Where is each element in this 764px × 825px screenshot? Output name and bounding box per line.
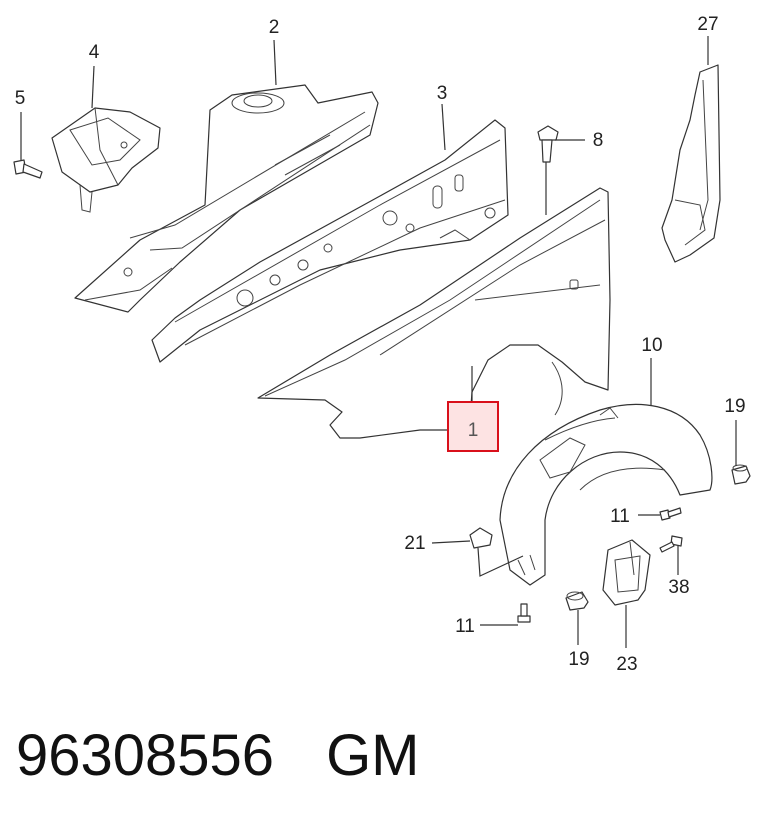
callout-4: 4: [89, 42, 100, 63]
callout-8: 8: [593, 130, 604, 151]
callout-11-upper: 11: [610, 506, 630, 527]
part-10-wheelhouse-liner[interactable]: [499, 403, 713, 586]
part-2-front-rail[interactable]: [74, 84, 379, 313]
callout-19-lower: 19: [568, 649, 589, 670]
part-1-front-fender[interactable]: [257, 187, 611, 439]
part-5-bolt[interactable]: [13, 159, 43, 179]
leader-lines: [20, 36, 737, 648]
part-23-bracket[interactable]: [602, 539, 651, 606]
part-21-clip[interactable]: [469, 527, 493, 549]
parts-diagram: 1 2 3 4 5 8 10 11 11 19 19 21 23 27 38: [13, 14, 751, 675]
callout-27: 27: [697, 14, 718, 35]
callout-23: 23: [616, 654, 637, 675]
part-4-bracket[interactable]: [51, 107, 161, 213]
part-11-screw-lower[interactable]: [517, 603, 531, 623]
brand-name: GM: [326, 723, 420, 788]
callout-labels: 1 2 3 4 5 8 10 11 11 19 19 21 23 27 38: [15, 14, 746, 675]
callout-19-upper: 19: [724, 396, 745, 417]
callout-38: 38: [668, 577, 689, 598]
callout-21: 21: [404, 533, 425, 554]
callout-3: 3: [437, 83, 448, 104]
part-8-bolt[interactable]: [537, 125, 559, 163]
part-19-clip-upper[interactable]: [731, 464, 751, 485]
part-19-clip-lower[interactable]: [565, 591, 589, 611]
callout-2: 2: [269, 17, 280, 38]
highlight-box: [447, 401, 499, 452]
part-38-screw[interactable]: [659, 535, 683, 553]
part-11-screw-upper[interactable]: [659, 507, 682, 521]
callout-11-lower: 11: [455, 616, 475, 637]
part-27-pillar-trim[interactable]: [661, 64, 721, 263]
part-number: 96308556: [16, 723, 275, 788]
callout-10: 10: [641, 335, 662, 356]
part-3-side-rail[interactable]: [151, 119, 509, 363]
part-footer: 96308556 GM: [16, 722, 472, 789]
callout-5: 5: [15, 88, 26, 109]
callout-1: 1: [468, 420, 479, 441]
